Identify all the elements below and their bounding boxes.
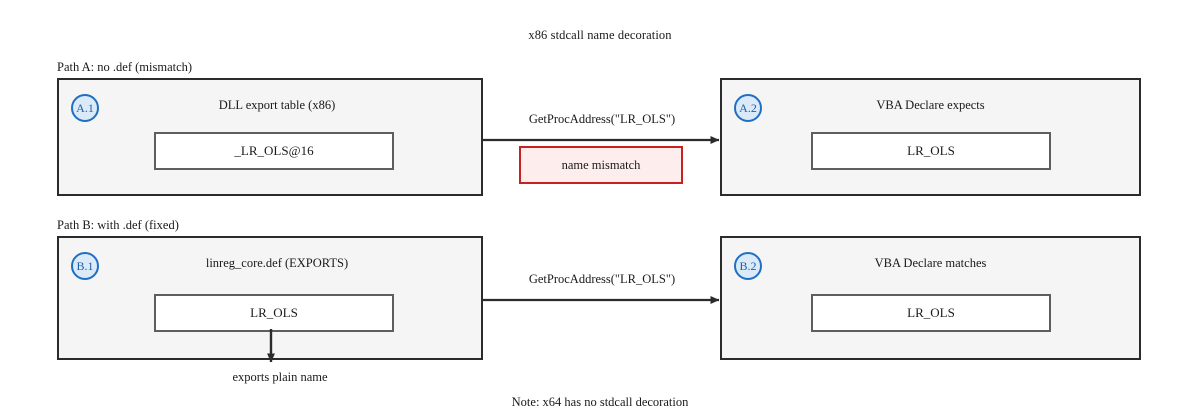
symbol-box-expected-name-a: LR_OLS — [811, 132, 1051, 170]
path-b-caption: Path B: with .def (fixed) — [57, 218, 179, 232]
edge-label-getprocaddress-b: GetProcAddress("LR_OLS") — [528, 272, 676, 286]
step-badge-a2: A.2 — [734, 94, 762, 122]
path-a-caption: Path A: no .def (mismatch) — [57, 60, 193, 74]
node-dll-export-table[interactable]: A.1 DLL export table (x86) _LR_OLS@16 — [57, 78, 483, 196]
symbol-box-expected-name-b: LR_OLS — [811, 294, 1051, 332]
symbol-box-decorated-name: _LR_OLS@16 — [154, 132, 394, 170]
node-def-exports[interactable]: B.1 linreg_core.def (EXPORTS) LR_OLS — [57, 236, 483, 360]
node-heading-b2: VBA Declare matches — [874, 256, 987, 270]
step-badge-a1: A.1 — [71, 94, 99, 122]
symbol-box-plain-name: LR_OLS — [154, 294, 394, 332]
node-heading-a1: DLL export table (x86) — [218, 98, 336, 112]
step-badge-b1: B.1 — [71, 252, 99, 280]
edge-label-getprocaddress-a: GetProcAddress("LR_OLS") — [528, 112, 676, 126]
node-heading-b1: linreg_core.def (EXPORTS) — [205, 256, 349, 270]
diagram-title: x86 stdcall name decoration — [528, 28, 672, 42]
edge-label-exports-plain-name: exports plain name — [232, 370, 328, 384]
alert-name-mismatch: name mismatch — [519, 146, 683, 184]
node-vba-declare-expects[interactable]: A.2 VBA Declare expects LR_OLS — [720, 78, 1141, 196]
step-badge-b2: B.2 — [734, 252, 762, 280]
footer-note: Note: x64 has no stdcall decoration — [511, 395, 689, 409]
node-vba-declare-matches[interactable]: B.2 VBA Declare matches LR_OLS — [720, 236, 1141, 360]
node-heading-a2: VBA Declare expects — [876, 98, 985, 112]
